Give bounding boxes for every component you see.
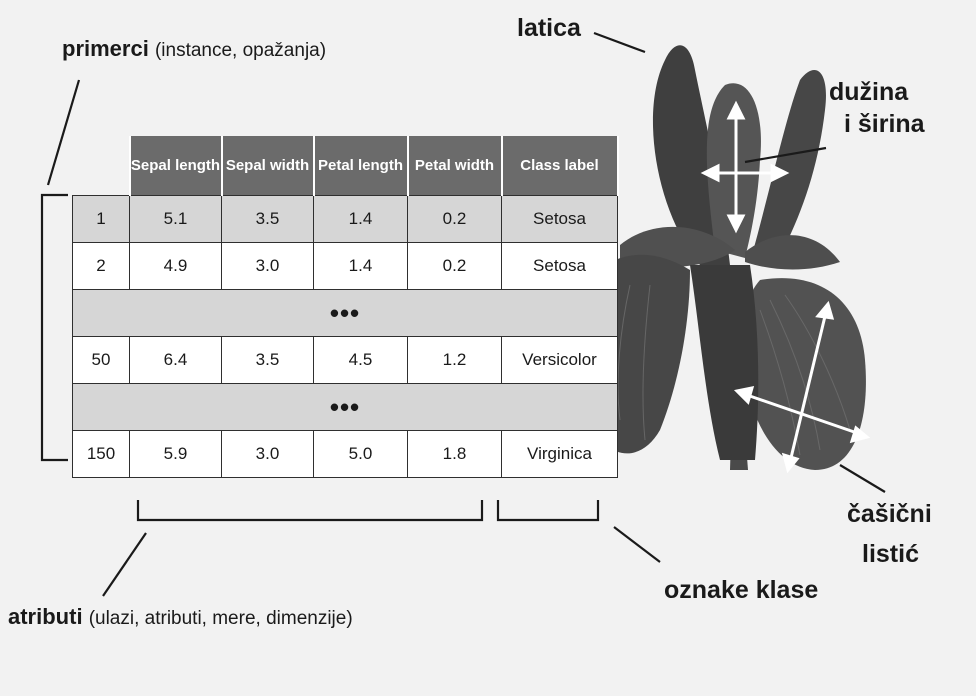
row-id: 1: [73, 196, 130, 243]
ellipsis-cell: •••: [73, 290, 618, 337]
cell-class-label: Virginica: [502, 431, 618, 478]
row-id: 2: [73, 243, 130, 290]
casicni-label: čašični: [847, 500, 932, 529]
cell-petal-width: 1.2: [408, 337, 502, 384]
header-sepal-length: Sepal length: [130, 136, 222, 196]
atributi-label: atributi (ulazi, atributi, mere, dimenzi…: [8, 604, 353, 630]
table-row: 150 5.9 3.0 5.0 1.8 Virginica: [73, 431, 618, 478]
cell-petal-width: 0.2: [408, 196, 502, 243]
cell-petal-length: 1.4: [314, 243, 408, 290]
cell-petal-width: 1.8: [408, 431, 502, 478]
cell-petal-length: 5.0: [314, 431, 408, 478]
header-petal-width: Petal width: [408, 136, 502, 196]
casicni-pointer-line: [840, 465, 885, 492]
table-header-row: Sepal length Sepal width Petal length Pe…: [73, 136, 618, 196]
ellipsis-cell: •••: [73, 384, 618, 431]
cell-sepal-length: 4.9: [130, 243, 222, 290]
class-bracket: [498, 500, 598, 520]
table-row: 2 4.9 3.0 1.4 0.2 Setosa: [73, 243, 618, 290]
duzina-label: dužina: [829, 78, 908, 107]
cell-sepal-width: 3.0: [222, 243, 314, 290]
table-row: 1 5.1 3.5 1.4 0.2 Setosa: [73, 196, 618, 243]
header-sepal-width: Sepal width: [222, 136, 314, 196]
cell-class-label: Setosa: [502, 243, 618, 290]
cell-class-label: Versicolor: [502, 337, 618, 384]
ellipsis-row: •••: [73, 384, 618, 431]
header-corner: [73, 136, 130, 196]
duzina-pointer-line: [745, 148, 826, 162]
sirina-label: i širina: [844, 110, 925, 139]
primerci-label: primerci (instance, opažanja): [62, 36, 326, 62]
attributes-bracket: [138, 500, 482, 520]
header-petal-length: Petal length: [314, 136, 408, 196]
primerci-note: (instance, opažanja): [155, 40, 326, 61]
atributi-note: (ulazi, atributi, mere, dimenzije): [89, 608, 353, 629]
rows-bracket: [42, 195, 68, 460]
listic-label: listić: [862, 540, 919, 569]
header-class-label: Class label: [502, 136, 618, 196]
table-row: 50 6.4 3.5 4.5 1.2 Versicolor: [73, 337, 618, 384]
latica-label: latica: [517, 14, 581, 43]
cell-sepal-length: 5.9: [130, 431, 222, 478]
atributi-pointer-line: [103, 533, 146, 596]
atributi-title: atributi: [8, 604, 83, 629]
oznake-pointer-line: [614, 527, 660, 562]
primerci-title: primerci: [62, 36, 149, 61]
cell-petal-width: 0.2: [408, 243, 502, 290]
row-id: 50: [73, 337, 130, 384]
cell-petal-length: 4.5: [314, 337, 408, 384]
iris-data-table: Sepal length Sepal width Petal length Pe…: [72, 136, 619, 478]
cell-class-label: Setosa: [502, 196, 618, 243]
cell-sepal-width: 3.5: [222, 337, 314, 384]
oznake-klase-label: oznake klase: [664, 576, 818, 605]
cell-sepal-length: 6.4: [130, 337, 222, 384]
row-id: 150: [73, 431, 130, 478]
ellipsis-row: •••: [73, 290, 618, 337]
cell-sepal-width: 3.0: [222, 431, 314, 478]
cell-sepal-length: 5.1: [130, 196, 222, 243]
latica-pointer-line: [594, 33, 645, 52]
cell-petal-length: 1.4: [314, 196, 408, 243]
cell-sepal-width: 3.5: [222, 196, 314, 243]
